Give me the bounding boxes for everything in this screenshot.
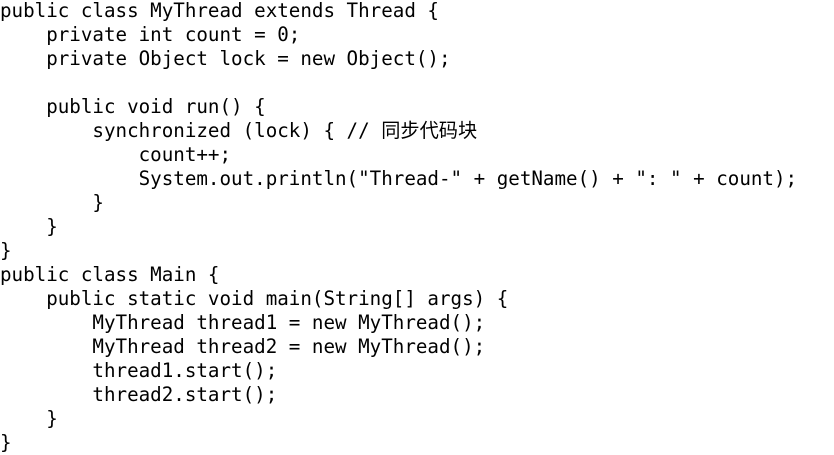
code-line: public void run() { (0, 95, 266, 118)
code-line: thread2.start(); (0, 383, 278, 406)
code-line: MyThread thread2 = new MyThread(); (0, 335, 486, 358)
code-line: synchronized (lock) { // 同步代码块 (0, 119, 478, 142)
code-line: public static void main(String[] args) { (0, 287, 509, 310)
code-line: } (0, 431, 12, 454)
code-line: public class Main { (0, 263, 220, 286)
code-line: private Object lock = new Object(); (0, 47, 451, 70)
code-line: count++; (0, 143, 232, 166)
code-line: } (0, 215, 58, 238)
code-line: } (0, 191, 104, 214)
code-line: System.out.println("Thread-" + getName()… (0, 167, 798, 190)
code-line: public class MyThread extends Thread { (0, 0, 439, 22)
code-line: } (0, 407, 58, 430)
code-line: } (0, 239, 12, 262)
code-line: MyThread thread1 = new MyThread(); (0, 311, 486, 334)
code-line: private int count = 0; (0, 23, 301, 46)
code-line: thread1.start(); (0, 359, 278, 382)
